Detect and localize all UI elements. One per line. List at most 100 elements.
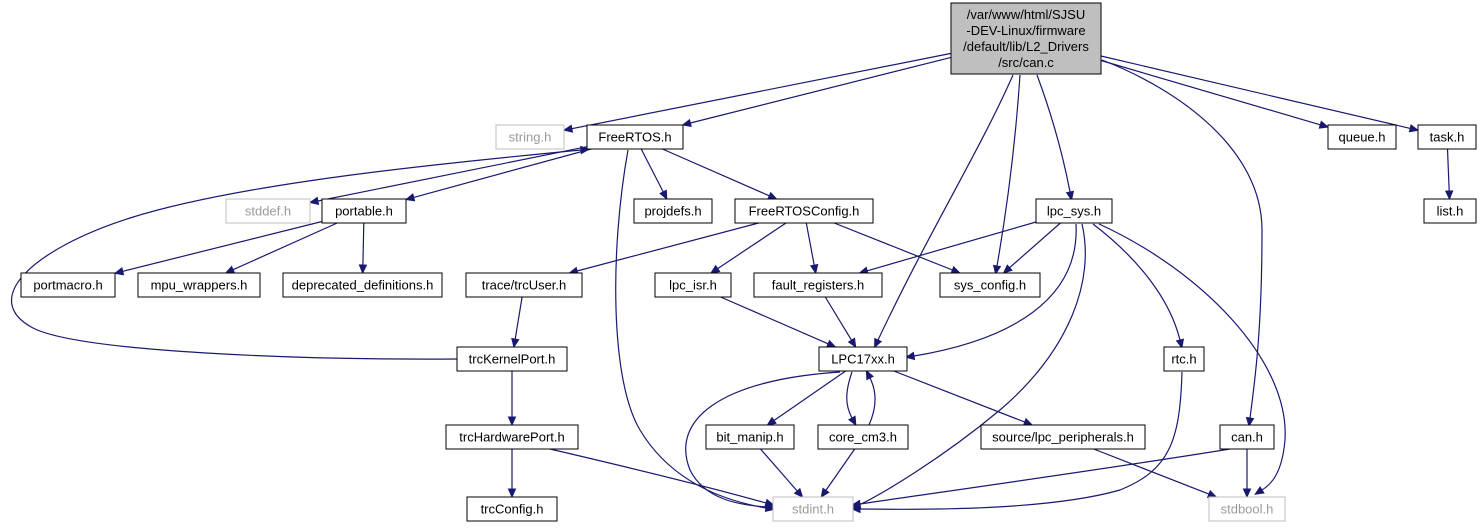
edge-root-to-queue — [1100, 59, 1321, 126]
edge-bitmanip-to-stdint — [760, 448, 798, 492]
arrowhead-frconfig-to-faultreg — [809, 263, 819, 275]
arrowhead-root-to-freertos — [681, 118, 692, 128]
edge-freertos-to-portable — [413, 148, 592, 198]
node-box — [818, 346, 908, 372]
edge-root-to-lpcsys — [1036, 74, 1071, 193]
node-deprecated[interactable]: deprecated_definitions.h — [282, 272, 443, 298]
edge-lpcsys-to-stdbool — [1098, 223, 1286, 491]
node-freertos[interactable]: FreeRTOS.h — [586, 124, 684, 150]
edge-portable-to-portmacro — [122, 220, 323, 272]
node-box — [1208, 496, 1286, 522]
arrowhead-lpcisr-to-lpc17xx — [825, 339, 837, 348]
arrowhead-bitmanip-to-stdint — [793, 487, 804, 498]
edge-portable-to-mpuwrap — [232, 222, 338, 271]
node-portable[interactable]: portable.h — [321, 198, 407, 224]
arrowhead-portable-to-portmacro — [113, 267, 125, 276]
node-canh[interactable]: can.h — [1219, 424, 1275, 450]
node-trcuser[interactable]: trace/trcUser.h — [465, 272, 583, 298]
edge-task-to-list — [1446, 148, 1450, 192]
edge-freertos-to-stdint — [615, 149, 767, 509]
node-lpcperiph[interactable]: source/lpc_peripherals.h — [980, 424, 1146, 450]
edge-trckernel-to-freertos — [11, 149, 582, 360]
edge-lpc17xx-to-corecm3 — [846, 371, 853, 419]
arrowhead-corecm3-to-stdint — [820, 487, 830, 499]
node-label: -DEV-Linux/firmware — [966, 23, 1085, 38]
edge-frconfig-to-lpcisr — [717, 222, 787, 270]
node-box — [1035, 198, 1113, 224]
node-lpc17xx[interactable]: LPC17xx.h — [818, 346, 908, 372]
node-label: portable.h — [335, 204, 393, 219]
node-box — [137, 272, 261, 298]
node-label: portmacro.h — [33, 278, 102, 293]
edge-lpc17xx-to-stdint — [685, 371, 841, 508]
node-box — [654, 272, 732, 298]
node-label: rtc.h — [1171, 352, 1196, 367]
arrowhead-frconfig-to-lpcisr — [709, 264, 721, 274]
node-mpuwrap[interactable]: mpu_wrappers.h — [137, 272, 261, 298]
edge-portable-to-deprecated — [362, 222, 365, 266]
node-root[interactable]: /var/www/html/SJSU-DEV-Linux/firmware/de… — [950, 2, 1102, 75]
node-label: trcConfig.h — [481, 502, 544, 517]
edge-lpcisr-to-lpc17xx — [720, 296, 829, 345]
node-corecm3[interactable]: core_cm3.h — [817, 424, 909, 450]
node-label: stdint.h — [792, 502, 834, 517]
node-portmacro[interactable]: portmacro.h — [20, 272, 116, 298]
arrowhead-lpcsys-to-rtc — [1175, 338, 1185, 350]
edge-corecm3-to-stdint — [825, 448, 856, 491]
node-lpcsys[interactable]: lpc_sys.h — [1035, 198, 1113, 224]
node-trchw[interactable]: trcHardwarePort.h — [445, 424, 579, 450]
node-sysconfig[interactable]: sys_config.h — [939, 272, 1041, 298]
arrowhead-root-to-task — [1408, 124, 1420, 133]
edge-frconfig-to-trcuser — [576, 222, 759, 272]
node-box — [321, 198, 407, 224]
node-box — [817, 424, 909, 450]
edge-lpc17xx-to-lpcperiph — [893, 370, 1026, 423]
arrowhead-freertos-to-projdefs — [659, 189, 668, 201]
node-faultreg[interactable]: fault_registers.h — [753, 272, 883, 298]
node-box — [225, 198, 311, 224]
node-trcconfig[interactable]: trcConfig.h — [466, 496, 558, 522]
edge-rtc-to-stdint — [859, 371, 1183, 510]
edge-trcuser-to-trckernel — [514, 296, 523, 340]
node-rtc[interactable]: rtc.h — [1163, 346, 1205, 372]
node-box — [705, 424, 795, 450]
node-queue[interactable]: queue.h — [1327, 124, 1397, 150]
node-label: /default/lib/L2_Drivers — [963, 39, 1089, 54]
node-stdint: stdint.h — [772, 496, 854, 522]
node-bitmanip[interactable]: bit_manip.h — [705, 424, 795, 450]
node-box — [734, 198, 874, 224]
node-trckernel[interactable]: trcKernelPort.h — [456, 346, 568, 372]
node-box — [466, 496, 558, 522]
edge-root-to-freertos — [690, 56, 952, 124]
edge-root-to-task — [1100, 55, 1411, 129]
arrowhead-canh-to-stdbool — [1242, 488, 1252, 499]
edge-corecm3-to-lpc17xx — [868, 377, 876, 426]
arrowhead-root-to-lpcsys — [1065, 190, 1075, 202]
arrowhead-freertos-to-stddef — [308, 196, 320, 206]
edge-lpcsys-to-rtc — [1092, 223, 1181, 341]
node-projdefs[interactable]: projdefs.h — [633, 198, 713, 224]
node-list[interactable]: list.h — [1423, 198, 1477, 224]
node-label: core_cm3.h — [829, 430, 897, 445]
node-box — [1163, 346, 1205, 372]
edge-root-to-lpc17xx — [877, 74, 1014, 341]
node-box — [1423, 198, 1477, 224]
edge-root-to-sysconfig — [996, 74, 1021, 267]
arrowhead-root-to-canh — [1245, 416, 1255, 428]
node-box — [456, 346, 568, 372]
node-box — [772, 496, 854, 522]
node-label: stddef.h — [245, 204, 291, 219]
node-box — [445, 424, 579, 450]
arrowhead-lpc17xx-to-bitmanip — [766, 416, 777, 426]
node-lpcisr[interactable]: lpc_isr.h — [654, 272, 732, 298]
node-label: trace/trcUser.h — [482, 278, 567, 293]
arrowhead-lpc17xx-to-stdint — [765, 502, 776, 512]
arrowhead-lpc17xx-to-lpcperiph — [1022, 417, 1034, 426]
arrowhead-portable-to-deprecated — [358, 264, 368, 275]
node-frconfig[interactable]: FreeRTOSConfig.h — [734, 198, 874, 224]
node-task[interactable]: task.h — [1417, 124, 1477, 150]
node-box — [950, 2, 1102, 75]
edge-lpcsys-to-faultreg — [867, 221, 1037, 272]
node-box — [980, 424, 1146, 450]
